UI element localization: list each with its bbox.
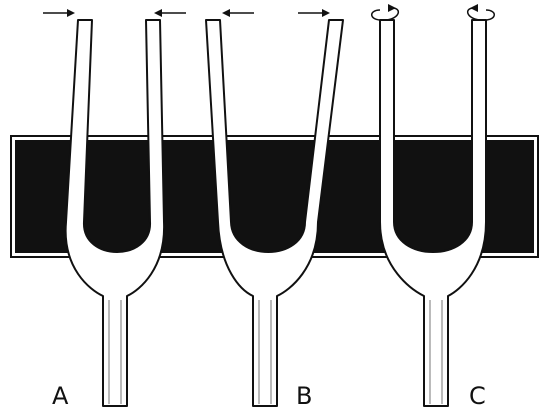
arrow-left-icon [222,9,254,17]
fork-label-b: B [296,382,312,410]
arrow-right-icon [43,9,75,17]
arrow-left-icon [154,9,186,17]
fork-label-c: C [469,382,486,410]
arrow-right-icon [298,9,330,17]
twist-arrow-icon [468,4,495,20]
twist-arrow-icon [372,4,399,20]
fork-label-a: A [52,382,69,410]
background-band [11,136,538,257]
